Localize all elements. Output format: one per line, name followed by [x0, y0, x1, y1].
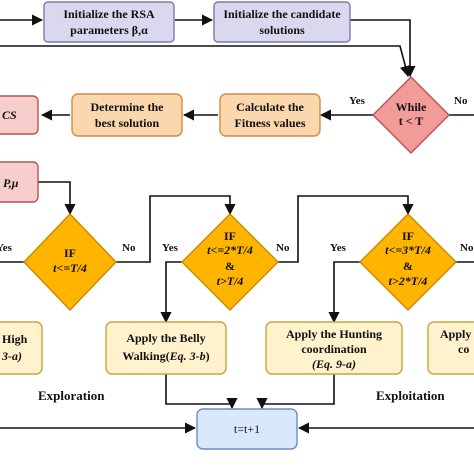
- fitness-line2: Fitness values: [234, 116, 305, 130]
- if1-no-label: No: [122, 242, 136, 254]
- right-cut-box: [427, 321, 474, 375]
- update-text: t=t+1: [234, 422, 260, 436]
- edge-hunting-to-update: [256, 374, 335, 410]
- edge-if2-yes-to-belly: [160, 261, 182, 324]
- high-walk-node: High 3-a): [0, 321, 43, 375]
- if2-decision: IF t<=2*T/4 & t>T/4: [181, 213, 279, 311]
- hunting-line3: (Eq. 9-a): [312, 357, 356, 371]
- if2-line1: IF: [224, 229, 236, 243]
- edges: [0, 14, 474, 434]
- high-walk-box: [0, 321, 43, 375]
- init-rsa-line2: parameters β,α: [70, 23, 148, 37]
- init-candidates-line2: solutions: [259, 23, 305, 37]
- if1-yes-label: Yes: [0, 242, 13, 254]
- while-no-label: No: [454, 95, 468, 107]
- while-yes-label: Yes: [349, 95, 366, 107]
- if3-yes-label: Yes: [330, 242, 347, 254]
- left-cut-mid-node: P,μ: [0, 161, 39, 203]
- belly-node: Apply the Belly Walking(Eq. 3-b): [105, 321, 227, 375]
- exploitation-label: Exploitation: [376, 388, 445, 403]
- if2-diamond: [181, 213, 279, 311]
- if3-line2: t<=3*T/4: [385, 243, 431, 257]
- left-cut-mid-text: P,μ: [3, 176, 19, 190]
- edge-if2-no-to-if3: [278, 195, 414, 263]
- right-cut-line1: Apply: [440, 327, 471, 341]
- hunting-line2: coordination: [301, 342, 367, 356]
- if2-line4: t>T/4: [217, 274, 244, 288]
- exploration-label: Exploration: [38, 388, 105, 403]
- left-cut-top-node: CS: [0, 95, 39, 135]
- if1-diamond: [23, 212, 117, 312]
- right-cut-node: Apply co: [427, 321, 474, 375]
- if3-line4: t>2*T/4: [389, 274, 428, 288]
- edge-if1-no-to-if2: [116, 195, 236, 263]
- init-rsa-box: [43, 1, 175, 43]
- edge-if3-yes-to-hunting: [328, 261, 360, 324]
- if1-line2: t<=T/4: [53, 261, 87, 275]
- left-cut-top-text: CS: [2, 108, 17, 122]
- if3-diamond: [359, 213, 457, 311]
- while-line1: While: [396, 100, 427, 114]
- if3-line1: IF: [402, 229, 414, 243]
- edge-loop-back-to-while: [0, 45, 411, 78]
- if2-line3: &: [225, 259, 235, 273]
- right-cut-line2: co: [458, 342, 469, 356]
- fitness-node: Calculate the Fitness values: [219, 93, 321, 137]
- best-node: Determine the best solution: [71, 93, 183, 137]
- while-diamond: [372, 76, 450, 154]
- belly-line2: Walking(Eq. 3-b): [122, 349, 209, 363]
- high-walk-line2: 3-a): [1, 349, 22, 363]
- if3-decision: IF t<=3*T/4 & t>2*T/4: [359, 213, 457, 311]
- if3-no-label: No: [460, 242, 474, 254]
- best-box: [71, 93, 183, 137]
- if2-yes-label: Yes: [162, 242, 179, 254]
- high-walk-line1: High: [2, 332, 28, 346]
- belly-line1: Apply the Belly: [126, 331, 205, 345]
- while-line2: t < T: [399, 114, 424, 128]
- left-cut-mid-box: [0, 161, 39, 203]
- fitness-box: [219, 93, 321, 137]
- while-decision: While t < T: [372, 76, 450, 154]
- update-node: t=t+1: [196, 408, 298, 450]
- init-candidates-node: Initialize the candidate solutions: [213, 1, 351, 43]
- edge-candidates-to-while: [350, 19, 416, 78]
- update-box: [196, 408, 298, 450]
- init-rsa-node: Initialize the RSA parameters β,α: [43, 1, 175, 43]
- hunting-node: Apply the Hunting coordination (Eq. 9-a): [265, 321, 403, 375]
- hunting-box: [265, 321, 403, 375]
- if1-decision: IF t<=T/4: [23, 212, 117, 312]
- if3-line3: &: [403, 259, 413, 273]
- init-candidates-box: [213, 1, 351, 43]
- hunting-line1: Apply the Hunting: [286, 327, 382, 341]
- if2-line2: t<=2*T/4: [207, 243, 253, 257]
- init-rsa-line1: Initialize the RSA: [63, 7, 155, 21]
- fitness-line1: Calculate the: [236, 100, 304, 114]
- belly-box: [105, 321, 227, 375]
- edge-belly-to-update: [165, 374, 238, 410]
- if2-no-label: No: [276, 242, 290, 254]
- edge-left-to-if1: [38, 181, 76, 216]
- if1-line1: IF: [64, 246, 76, 260]
- init-candidates-line1: Initialize the candidate: [223, 7, 341, 21]
- left-cut-top-box: [0, 95, 39, 135]
- best-line2: best solution: [95, 116, 160, 130]
- best-line1: Determine the: [91, 100, 165, 114]
